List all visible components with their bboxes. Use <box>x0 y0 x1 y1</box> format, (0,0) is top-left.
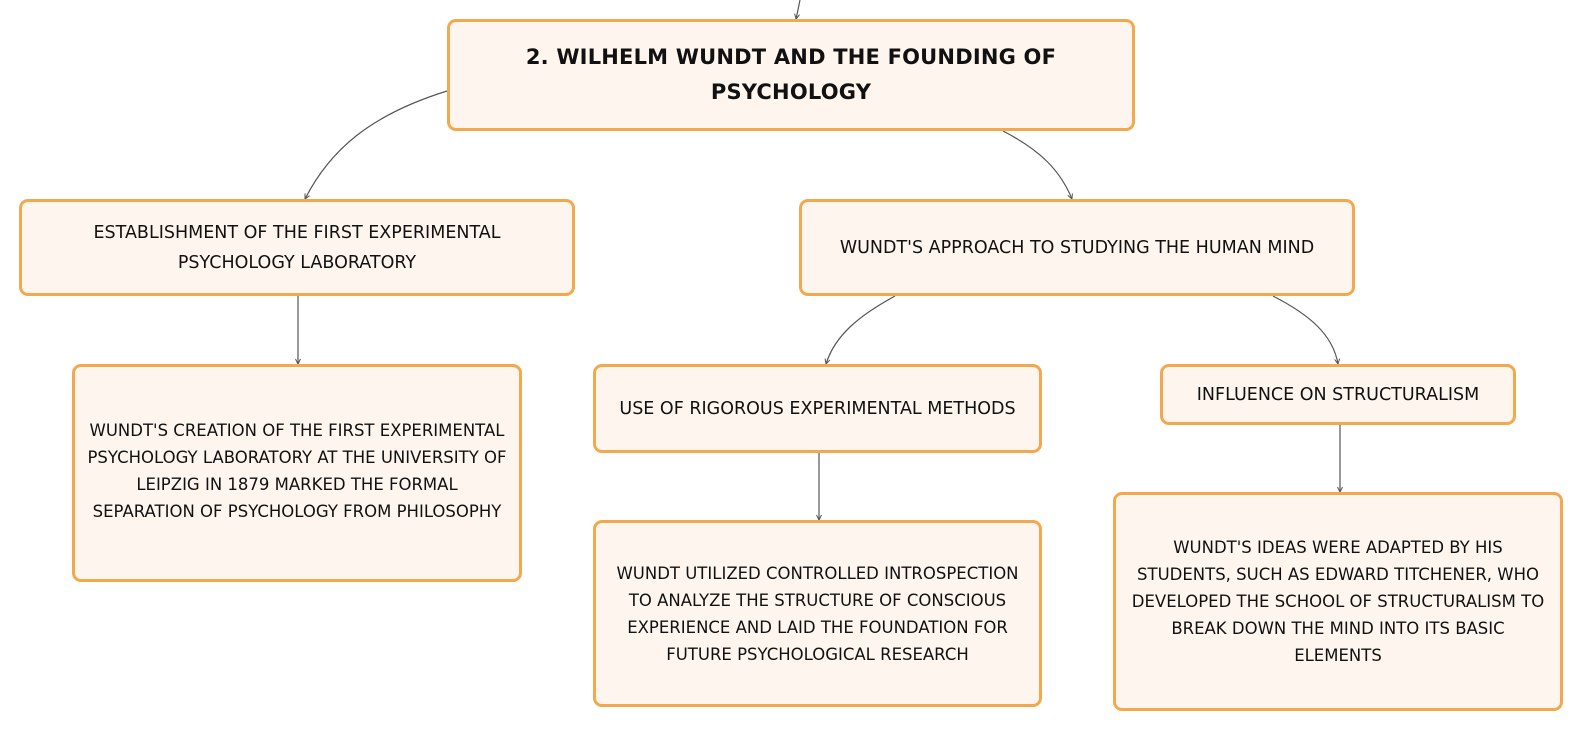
detail-node-text: WUNDT'S CREATION OF THE FIRST EXPERIMENT… <box>87 421 507 521</box>
detail-node-laboratory[interactable]: WUNDT'S CREATION OF THE FIRST EXPERIMENT… <box>72 364 522 582</box>
subtopic-node-title: INFLUENCE ON STRUCTURALISM <box>1196 384 1480 405</box>
connector-approach-to-methods <box>824 295 896 366</box>
connector-root-to-lab <box>304 90 448 200</box>
branch-node-approach[interactable]: WUNDT'S APPROACH TO STUDYING THE HUMAN M… <box>799 199 1355 296</box>
branch-node-title: WUNDT'S APPROACH TO STUDYING THE HUMAN M… <box>839 237 1315 258</box>
branch-node-laboratory[interactable]: ESTABLISHMENT OF THE FIRST EXPERIMENTAL … <box>19 199 575 296</box>
connector-root-to-approach <box>1002 130 1073 201</box>
root-node-title: 2. WILHELM WUNDT AND THE FOUNDING OF PSY… <box>525 45 1057 104</box>
subtopic-node-methods[interactable]: USE OF RIGOROUS EXPERIMENTAL METHODS <box>593 364 1042 453</box>
detail-node-methods[interactable]: WUNDT UTILIZED CONTROLLED INTROSPECTION … <box>593 520 1042 707</box>
detail-node-text: WUNDT UTILIZED CONTROLLED INTROSPECTION … <box>616 563 1019 664</box>
detail-node-structuralism[interactable]: WUNDT'S IDEAS WERE ADAPTED BY HIS STUDEN… <box>1113 492 1563 711</box>
subtopic-node-structuralism[interactable]: INFLUENCE ON STRUCTURALISM <box>1160 364 1516 425</box>
subtopic-node-title: USE OF RIGOROUS EXPERIMENTAL METHODS <box>619 398 1016 419</box>
detail-node-text: WUNDT'S IDEAS WERE ADAPTED BY HIS STUDEN… <box>1131 538 1545 665</box>
branch-node-title: ESTABLISHMENT OF THE FIRST EXPERIMENTAL … <box>93 222 501 273</box>
connector-parent-to-root <box>794 0 801 21</box>
root-node[interactable]: 2. WILHELM WUNDT AND THE FOUNDING OF PSY… <box>447 19 1135 131</box>
connector-approach-to-structuralism <box>1272 295 1341 366</box>
